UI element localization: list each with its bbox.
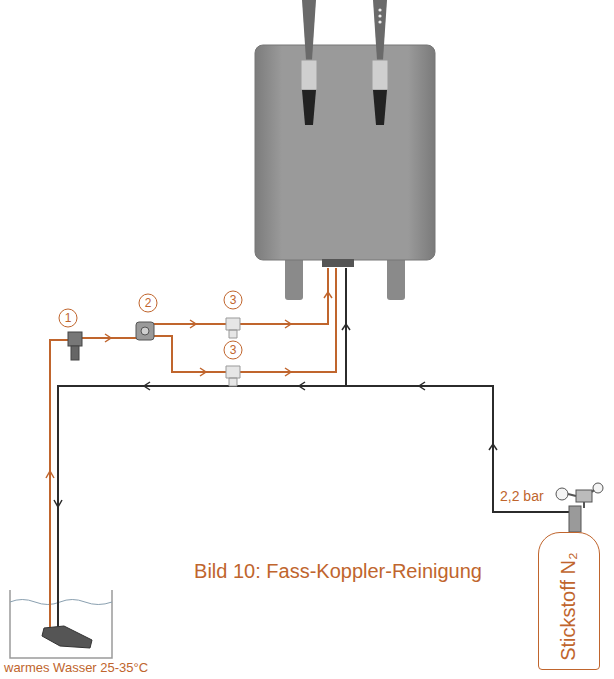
flow-arrow [419, 382, 425, 390]
callout-circle [224, 291, 242, 309]
handle-dot [378, 14, 381, 17]
bottle-valve [569, 506, 581, 532]
flow-arrow [190, 320, 196, 328]
figure-caption: Bild 10: Fass-Koppler-Reinigung [194, 560, 482, 583]
t-piece [226, 366, 240, 386]
flow-arrow [200, 368, 206, 376]
water-hose [150, 268, 336, 372]
gas-line [58, 386, 575, 628]
flow-arrow [299, 382, 305, 390]
callout-number: 2 [140, 295, 156, 311]
water-hose [154, 268, 328, 324]
filter-part [71, 346, 79, 360]
water-bucket [10, 590, 112, 658]
t-piece [226, 318, 240, 338]
callout-circle [139, 294, 157, 312]
flow-arrow [105, 334, 111, 342]
pressure-label: 2,2 bar [500, 488, 544, 504]
callout-number: 3 [225, 292, 241, 308]
tap-column [255, 45, 435, 260]
line-connector [322, 259, 354, 267]
tap-spout [373, 90, 387, 125]
tap-body [301, 60, 317, 90]
water-surface [10, 600, 112, 605]
pressure-gauge [593, 483, 603, 493]
bottle-label: Stickstoff N₂ [557, 552, 580, 661]
flow-arrow [489, 444, 497, 450]
flow-arrow [342, 324, 350, 330]
gas-line [345, 268, 347, 386]
callout-circle [224, 341, 242, 359]
regulator-fitting [568, 490, 594, 508]
column-foot [387, 255, 405, 300]
note-label: warmes Wasser 25-35°C [4, 661, 148, 676]
gas-bottle: Stickstoff N₂ [538, 532, 600, 670]
flow-arrow [285, 320, 291, 328]
splitter-part [141, 327, 149, 335]
flow-arrow [46, 471, 54, 478]
handle-dot [378, 20, 381, 23]
flow-arrows [46, 292, 332, 478]
flow-arrow [285, 368, 291, 376]
callout-circle [59, 309, 77, 327]
flow-arrow [324, 292, 332, 298]
pressure-gauge [556, 488, 568, 500]
keg-coupler [42, 626, 92, 648]
tap-handle [302, 0, 316, 60]
tap-handle [373, 0, 387, 60]
handle-dot [378, 8, 381, 11]
filter-part [68, 332, 82, 346]
pressure-regulator [576, 490, 592, 502]
splitter-part [136, 322, 154, 340]
gas-line [58, 268, 575, 628]
gas-arrows [54, 324, 497, 507]
column-foot [285, 255, 303, 300]
flow-arrow [54, 500, 62, 507]
callout-number: 3 [225, 342, 241, 358]
tap-spout [302, 90, 316, 125]
callout-circles [59, 291, 242, 359]
callout-number: 1 [60, 310, 76, 326]
tap-body [372, 60, 388, 90]
flow-arrow [144, 382, 150, 390]
